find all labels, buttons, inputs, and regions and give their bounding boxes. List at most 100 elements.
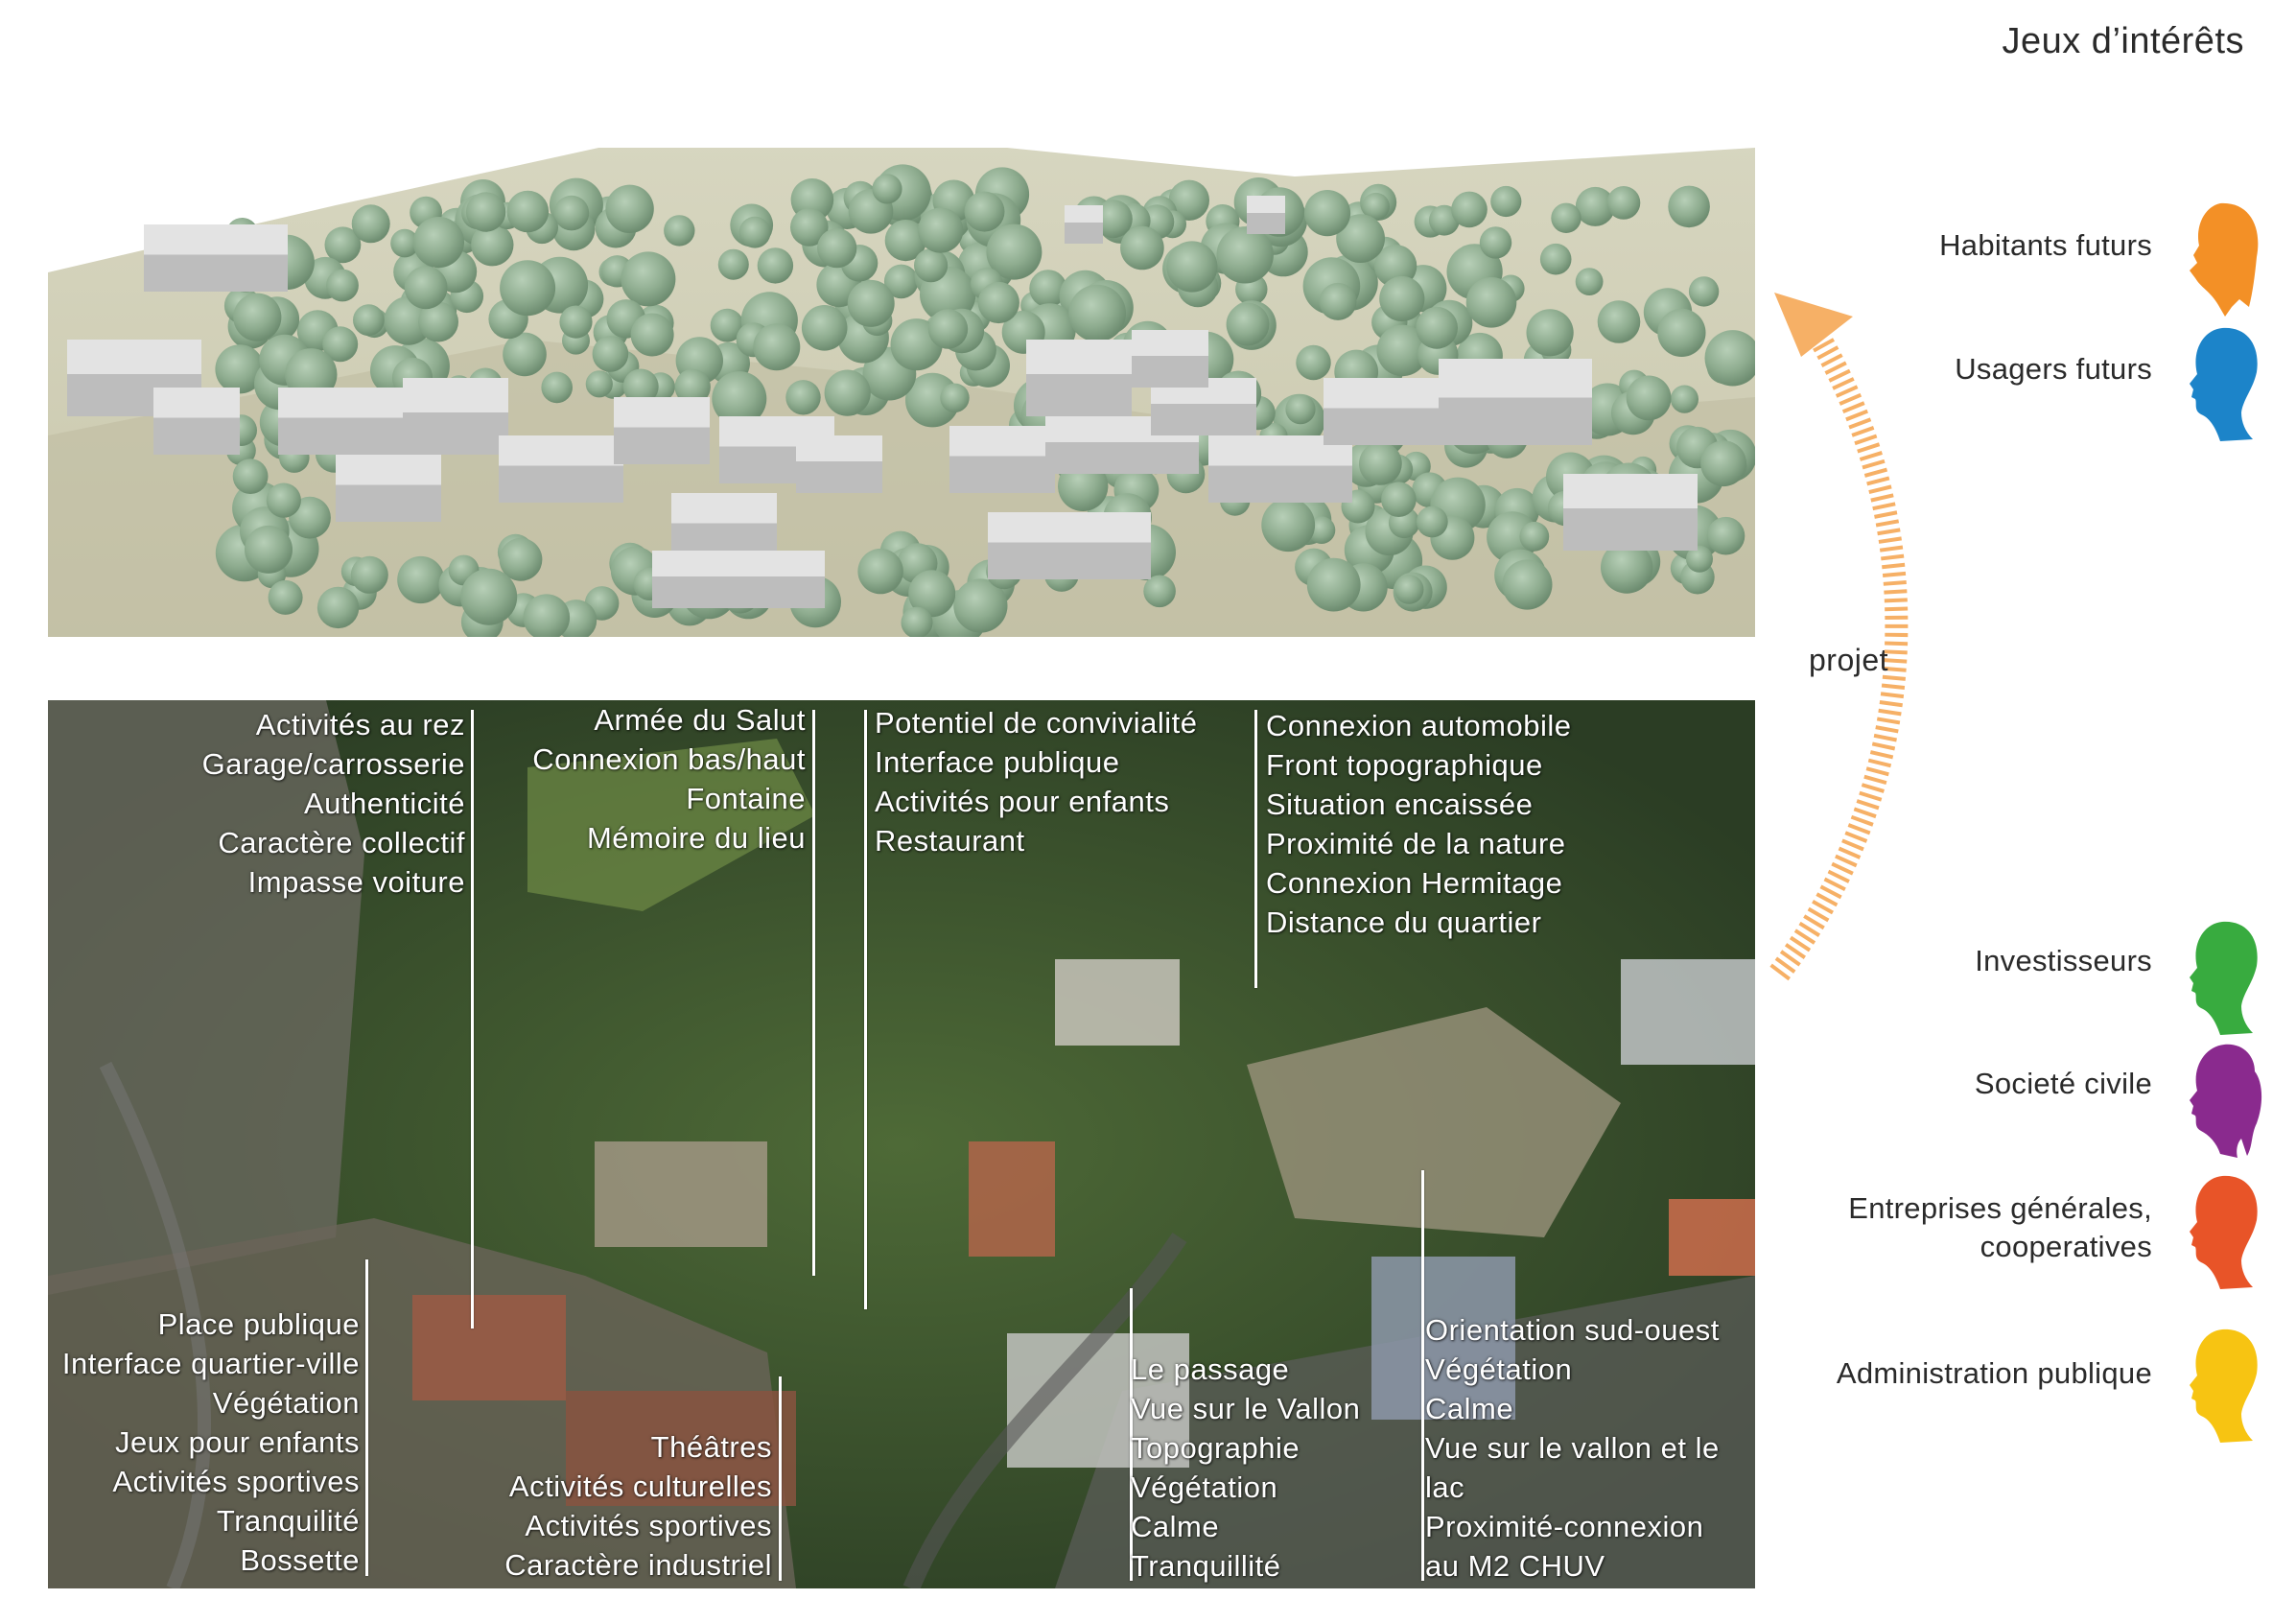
building-roof bbox=[1247, 196, 1285, 213]
tree-shape bbox=[964, 191, 1005, 232]
tree-shape bbox=[351, 204, 390, 244]
annotation-line bbox=[1421, 1170, 1424, 1581]
tree-shape bbox=[324, 226, 362, 264]
building-facade bbox=[1132, 356, 1208, 388]
tree-shape bbox=[506, 190, 550, 233]
tree-shape bbox=[883, 264, 919, 299]
clearing bbox=[527, 739, 815, 911]
annotation-line-text: Interface quartier-ville bbox=[61, 1347, 360, 1380]
tree-shape bbox=[872, 174, 902, 204]
tree-shape bbox=[1704, 330, 1755, 387]
tree-shape bbox=[801, 305, 848, 351]
projet-arc-arrow bbox=[1769, 293, 1909, 981]
annotation-line-text: Jeux pour enfants bbox=[115, 1425, 360, 1459]
annotation-line-text: Activités culturelles bbox=[508, 1470, 772, 1503]
tree-shape bbox=[901, 606, 933, 637]
female-head-icon bbox=[2190, 202, 2259, 317]
annotation-line-text: Orientation sud-ouest bbox=[1425, 1313, 1720, 1347]
building-facade bbox=[1247, 213, 1285, 234]
tree-shape bbox=[1029, 270, 1067, 308]
stakeholder-label: cooperatives bbox=[1980, 1230, 2152, 1263]
building-roof bbox=[403, 378, 508, 412]
tree-shape bbox=[390, 228, 419, 258]
annotation-line bbox=[1254, 710, 1257, 988]
tree-shape bbox=[215, 344, 265, 394]
tree-shape bbox=[592, 336, 629, 372]
tree-shape bbox=[1575, 268, 1604, 295]
annotation-line-text: Activités au rez bbox=[255, 708, 465, 741]
tree-shape bbox=[1376, 324, 1429, 377]
tree-shape bbox=[553, 195, 590, 231]
tree-shape bbox=[1519, 521, 1550, 552]
tree-shape bbox=[940, 383, 970, 412]
annotation-line-text: Bossette bbox=[240, 1543, 360, 1577]
annotation-line bbox=[779, 1376, 782, 1581]
tree-shape bbox=[757, 247, 794, 284]
arc-arrowhead-icon bbox=[1774, 293, 1853, 357]
annotation-line-text: Proximité de la nature bbox=[1266, 827, 1566, 860]
tree-shape bbox=[986, 223, 1043, 280]
annotation-line-text: Tranquilité bbox=[216, 1504, 360, 1538]
building-roof bbox=[1065, 205, 1103, 223]
tree-shape bbox=[1296, 344, 1331, 381]
aerial-photo-background bbox=[48, 700, 1755, 1588]
building-roof bbox=[671, 493, 777, 524]
annotation-line bbox=[1130, 1288, 1133, 1581]
building-roof bbox=[499, 435, 623, 466]
tree-shape bbox=[710, 308, 744, 342]
building-roof bbox=[1055, 959, 1180, 1046]
annotation-line-text: Topographie bbox=[1131, 1431, 1300, 1465]
stakeholder-label: Habitants futurs bbox=[1939, 228, 2152, 262]
stakeholder-societe-civile: Societé civile bbox=[1975, 1065, 2152, 1103]
annotation-line-text: Connexion bas/haut bbox=[532, 742, 806, 776]
annotation-line-text: Garage/carrosserie bbox=[201, 747, 465, 781]
annotation-line-text: Calme bbox=[1131, 1510, 1220, 1543]
annotation-line-text: Connexion automobile bbox=[1266, 709, 1572, 742]
tree-shape bbox=[857, 548, 903, 595]
tree-shape bbox=[266, 482, 301, 518]
tree-shape bbox=[977, 281, 1019, 324]
building-facade bbox=[499, 465, 623, 503]
building-roof bbox=[1026, 340, 1132, 374]
tree-shape bbox=[322, 326, 359, 363]
stakeholder-entreprises-generales: Entreprises générales, cooperatives bbox=[1848, 1189, 2152, 1266]
tree-shape bbox=[503, 332, 547, 377]
building-facade bbox=[403, 412, 508, 455]
tree-shape bbox=[1416, 306, 1458, 349]
ponytail-head-icon bbox=[2190, 1044, 2262, 1158]
tree-shape bbox=[1551, 202, 1581, 233]
tree-shape bbox=[1216, 226, 1274, 284]
tree-shape bbox=[1526, 309, 1574, 357]
building-roof bbox=[988, 512, 1151, 543]
building-roof bbox=[949, 426, 1055, 457]
tree-shape bbox=[1093, 200, 1133, 239]
building-facade bbox=[988, 542, 1151, 579]
tree-shape bbox=[233, 293, 282, 341]
tree-shape bbox=[884, 220, 926, 262]
tree-shape bbox=[1379, 275, 1425, 322]
building-roof bbox=[595, 1141, 767, 1247]
tree-shape bbox=[1226, 302, 1270, 346]
tree-shape bbox=[245, 525, 293, 574]
stakeholder-label: Societé civile bbox=[1974, 1067, 2152, 1100]
tennis-court bbox=[1669, 1199, 1755, 1276]
stakeholder-label: Entreprises générales, bbox=[1848, 1191, 2152, 1225]
building-roof bbox=[144, 224, 288, 255]
tree-shape bbox=[1068, 284, 1126, 342]
building-roof bbox=[67, 340, 201, 374]
tree-shape bbox=[418, 301, 458, 342]
tree-shape bbox=[499, 537, 543, 581]
tree-shape bbox=[908, 570, 956, 618]
stakeholder-habitants-futurs: Habitants futurs bbox=[1939, 226, 2152, 265]
building-roof bbox=[614, 397, 710, 428]
tree-shape bbox=[1597, 300, 1641, 343]
tree-shape bbox=[404, 266, 448, 310]
tree-shape bbox=[1451, 191, 1488, 228]
tree-shape bbox=[1670, 385, 1699, 413]
annotation-line-text: Proximité-connexion bbox=[1425, 1510, 1704, 1543]
buildings-block bbox=[67, 196, 1698, 608]
tree-shape bbox=[847, 279, 895, 327]
tree-shape bbox=[523, 594, 571, 637]
legend-title: Jeux d’intérêts bbox=[2002, 21, 2244, 61]
tree-shape bbox=[1394, 575, 1424, 604]
